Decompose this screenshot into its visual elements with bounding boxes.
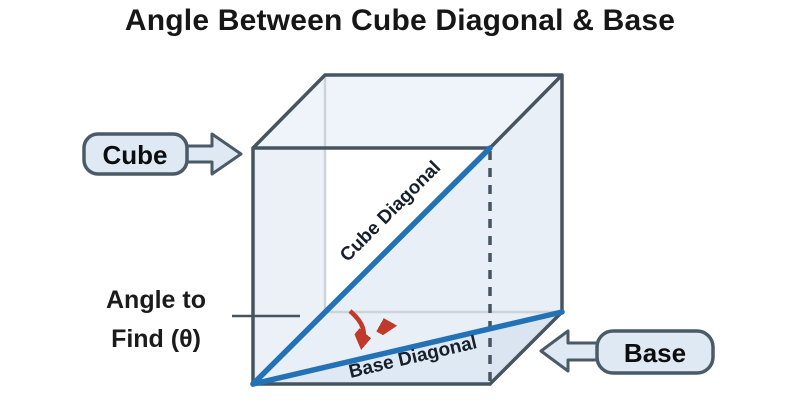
cube-callout-box bbox=[82, 132, 189, 176]
page-title: Angle Between Cube Diagonal & Base bbox=[124, 4, 676, 37]
base-callout-label: Base bbox=[624, 338, 686, 368]
hidden-back-edges bbox=[323, 75, 562, 314]
cube-callout-label: Cube bbox=[103, 140, 168, 170]
cube-callout: Cube bbox=[82, 132, 243, 176]
angle-to-find-label: Angle to Find (θ) bbox=[80, 281, 232, 359]
base-callout-box bbox=[595, 329, 715, 375]
cube-front-left-strip bbox=[253, 148, 325, 384]
base-callout: Base bbox=[539, 329, 715, 375]
angle-to-find-line2: Find (θ) bbox=[111, 325, 201, 353]
angle-arc-arrow-icon bbox=[348, 309, 364, 344]
base-callout-arrow-icon bbox=[539, 329, 602, 373]
base-diagonal-line bbox=[250, 309, 565, 387]
cube-diagonal-line bbox=[250, 145, 493, 387]
cube-right-face bbox=[490, 75, 562, 384]
cube-callout-arrow-icon bbox=[183, 132, 243, 176]
cube-top-face bbox=[253, 75, 562, 148]
angle-to-find-line1: Angle to bbox=[106, 286, 206, 314]
